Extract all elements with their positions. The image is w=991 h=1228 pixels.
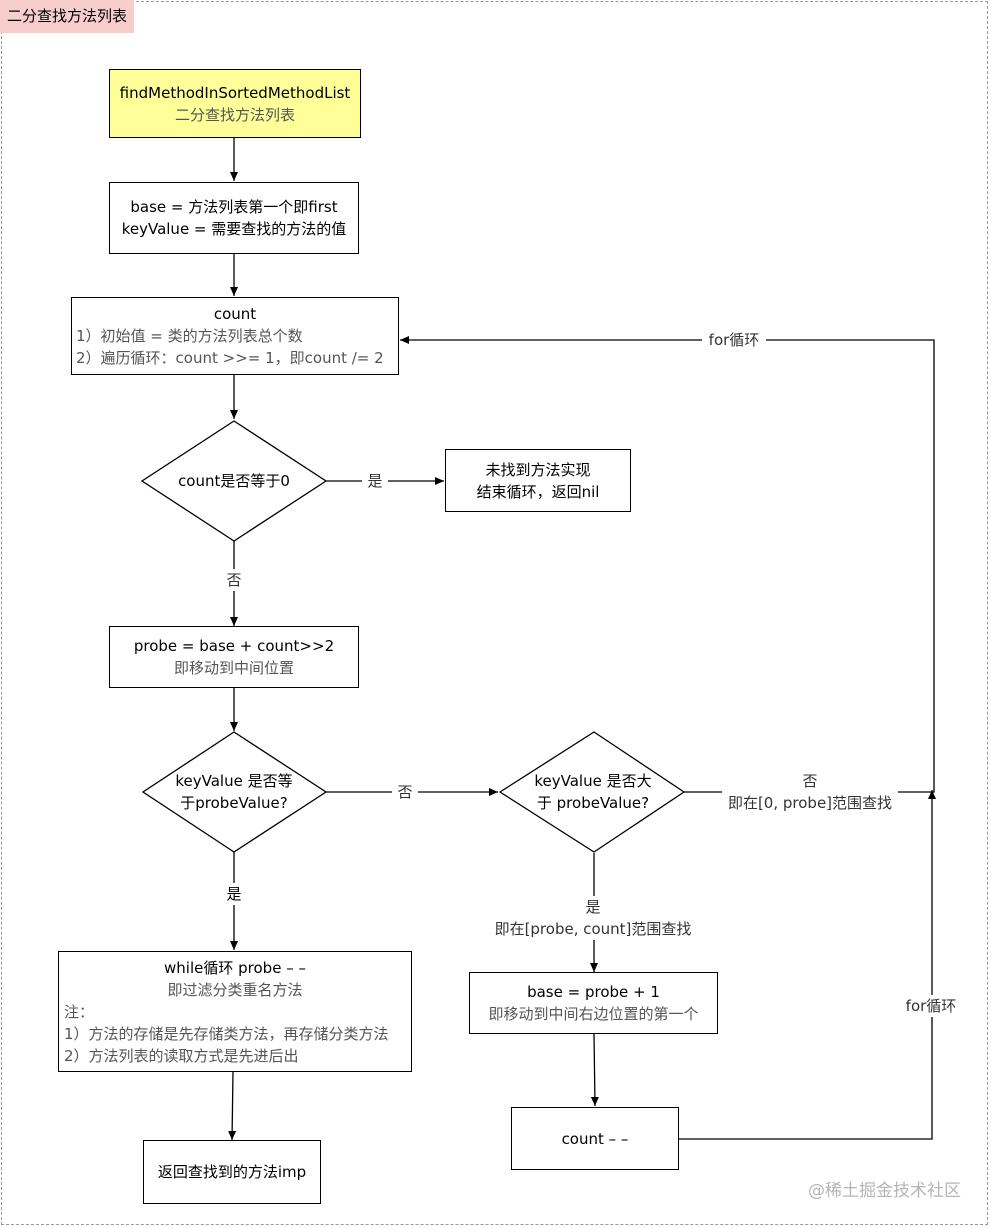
d2-line1: keyValue 是否等 — [175, 772, 293, 790]
while-box: while循环 probe – – 即过滤分类重名方法 注： 1）方法的存储是先… — [58, 951, 412, 1072]
start-title: findMethodInSortedMethodList — [119, 83, 351, 102]
while-subtitle: 即过滤分类重名方法 — [167, 980, 303, 999]
while-title: while循环 probe – – — [164, 958, 306, 977]
start-subtitle: 二分查找方法列表 — [174, 105, 295, 124]
notfound-box: 未找到方法实现 结束循环，返回nil — [445, 449, 631, 512]
d3-line2: 于 probeValue? — [536, 794, 650, 812]
label-yes-3-line1: 是 — [486, 896, 700, 918]
d1-text: count是否等于0 — [178, 472, 290, 490]
decision-count-zero — [140, 420, 328, 542]
label-yes-2: 是 — [221, 883, 247, 905]
while-note-2: 2）方法列表的读取方式是先进后出 — [64, 1046, 299, 1065]
count-note-1: 1）初始值 = 类的方法列表总个数 — [76, 327, 303, 345]
while-note-1: 1）方法的存储是先存储类方法，再存储分类方法 — [64, 1024, 389, 1043]
decision-greater — [498, 731, 686, 853]
return-text: 返回查找到的方法imp — [157, 1163, 307, 1181]
watermark: @稀土掘金技术社区 — [808, 1181, 961, 1201]
d1-label: count是否等于0 — [152, 470, 316, 492]
baseinc-box: base = probe + 1 即移动到中间右边位置的第一个 — [469, 972, 718, 1034]
init-line2: keyValue = 需要查找的方法的值 — [121, 220, 347, 238]
decision-equal — [141, 731, 328, 853]
notfound-line1: 未找到方法实现 — [485, 460, 591, 479]
count-note-2: 2）遍历循环：count >>= 1，即count /= 2 — [76, 349, 384, 367]
d2-label: keyValue 是否等 于probeValue? — [152, 770, 316, 814]
d3-line1: keyValue 是否大 — [534, 772, 652, 790]
init-box: base = 方法列表第一个即first keyValue = 需要查找的方法的… — [109, 182, 359, 254]
d3-label: keyValue 是否大 于 probeValue? — [510, 770, 676, 814]
probe-line1: probe = base + count>>2 — [133, 637, 335, 655]
init-line1: base = 方法列表第一个即first — [130, 198, 338, 216]
baseinc-line2: 即移动到中间右边位置的第一个 — [488, 1005, 699, 1023]
label-no-2: 否 — [392, 781, 418, 803]
while-note-head: 注： — [64, 1002, 95, 1021]
label-for-loop-bottom: for循环 — [899, 995, 963, 1017]
edge-baseinc-countdec — [590, 1033, 599, 1107]
edge-countdec-loop — [679, 790, 936, 1140]
countdec-text: count – – — [561, 1129, 629, 1148]
start-box: findMethodInSortedMethodList 二分查找方法列表 — [109, 69, 361, 138]
notfound-line2: 结束循环，返回nil — [476, 482, 600, 501]
label-yes-3-line2: 即在[probe, count]范围查找 — [486, 918, 700, 940]
label-no-1: 否 — [221, 569, 247, 591]
edge-d3-loop — [400, 336, 935, 793]
label-no-3-line1: 否 — [722, 770, 898, 792]
probe-box: probe = base + count>>2 即移动到中间位置 — [109, 626, 359, 688]
label-no-3-line2: 即在[0, probe]范围查找 — [722, 792, 898, 814]
count-box: count 1）初始值 = 类的方法列表总个数 2）遍历循环：count >>=… — [71, 297, 399, 375]
probe-line2: 即移动到中间位置 — [173, 659, 294, 677]
return-box: 返回查找到的方法imp — [143, 1140, 321, 1204]
d2-line2: 于probeValue? — [180, 794, 288, 812]
baseinc-line1: base = probe + 1 — [527, 983, 660, 1001]
label-for-loop-top: for循环 — [702, 329, 766, 351]
countdec-box: count – – — [511, 1107, 679, 1170]
edge-while-ret — [228, 1071, 237, 1141]
label-yes-1: 是 — [362, 470, 388, 492]
count-title: count — [213, 305, 257, 323]
diagram-title: 二分查找方法列表 — [0, 0, 135, 33]
